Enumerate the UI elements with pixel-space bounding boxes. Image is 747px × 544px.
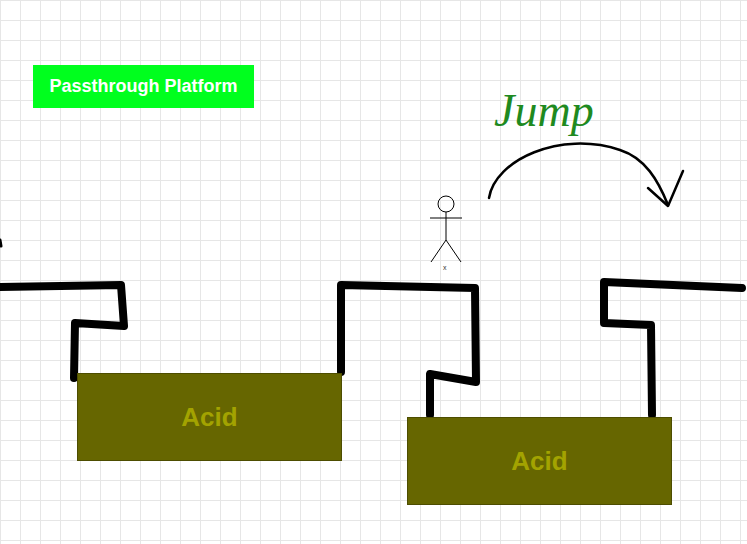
platform-legend-box: Passthrough Platform [33,65,254,108]
ground-mark [0,240,1,246]
acid-pool: Acid [407,417,672,505]
acid-pool: Acid [77,373,342,461]
ground-wall [604,282,742,415]
jump-arrow [489,144,683,206]
node-text: Passthrough Platform [49,76,237,97]
jump-label: Jump [494,88,594,134]
node-text: Acid [511,446,567,477]
player-marker: x [443,264,447,271]
node-text: Acid [181,402,237,433]
stick-figure [430,196,462,262]
ground-wall [341,285,476,415]
ground-wall [0,285,124,378]
